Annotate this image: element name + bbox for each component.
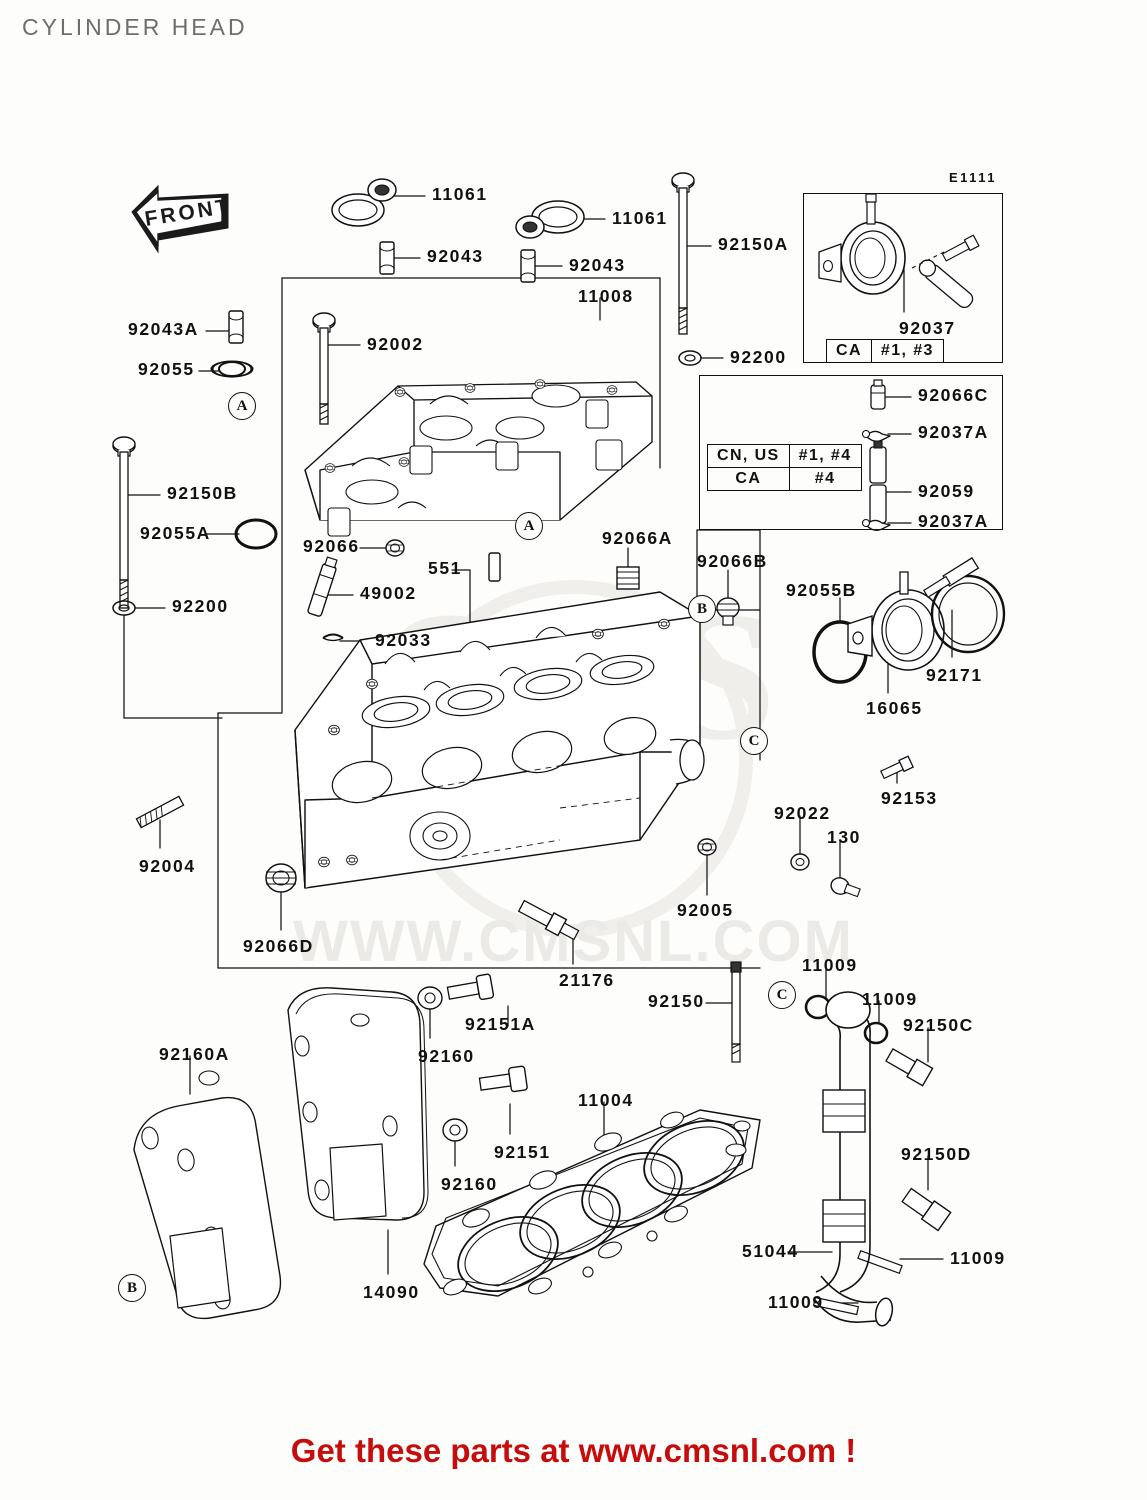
part-number-130[interactable]: 130 xyxy=(827,827,861,847)
part-number-92150D[interactable]: 92150D xyxy=(901,1144,972,1164)
part-number-92037A-a[interactable]: 92037A xyxy=(918,422,989,442)
table-cell: CA xyxy=(707,467,790,491)
part-number-92153[interactable]: 92153 xyxy=(881,788,938,808)
part-number-92150[interactable]: 92150 xyxy=(648,991,705,1011)
part-number-92055[interactable]: 92055 xyxy=(138,359,195,379)
part-number-92066D[interactable]: 92066D xyxy=(243,936,314,956)
section-marker-a-0: A xyxy=(228,392,256,420)
carb-table-2: CN, US #1, #4 CA #4 xyxy=(707,444,862,491)
part-number-92200-b[interactable]: 92200 xyxy=(172,596,229,616)
part-number-14090[interactable]: 14090 xyxy=(363,1282,420,1302)
part-number-92150A[interactable]: 92150A xyxy=(718,234,789,254)
part-number-92066A[interactable]: 92066A xyxy=(602,528,673,548)
part-number-92022[interactable]: 92022 xyxy=(774,803,831,823)
part-number-92005[interactable]: 92005 xyxy=(677,900,734,920)
table-cell: #4 xyxy=(788,467,862,491)
part-number-11009-b[interactable]: 11009 xyxy=(862,989,918,1009)
part-number-551[interactable]: 551 xyxy=(428,558,462,578)
section-marker-b-2: B xyxy=(688,595,716,623)
part-number-21176[interactable]: 21176 xyxy=(559,970,615,990)
part-number-92066C[interactable]: 92066C xyxy=(918,385,989,405)
part-number-92151A[interactable]: 92151A xyxy=(465,1014,536,1034)
section-marker-b-5: B xyxy=(118,1274,146,1302)
table-cell: #1, #4 xyxy=(788,444,862,468)
part-number-92066B[interactable]: 92066B xyxy=(697,551,768,571)
part-number-11009-c[interactable]: 11009 xyxy=(950,1248,1006,1268)
section-marker-c-4: C xyxy=(768,981,796,1009)
part-number-92150C[interactable]: 92150C xyxy=(903,1015,974,1035)
part-number-92200-a[interactable]: 92200 xyxy=(730,347,787,367)
part-number-92059[interactable]: 92059 xyxy=(918,481,975,501)
front-direction-badge: FRONT xyxy=(124,178,236,270)
footer-promo-text: Get these parts at www.cmsnl.com ! xyxy=(290,1432,857,1469)
part-number-92160-a[interactable]: 92160 xyxy=(418,1046,475,1066)
part-number-49002[interactable]: 49002 xyxy=(360,583,417,603)
needle-jet-inset-box xyxy=(699,375,1003,530)
table-cell: #1, #3 xyxy=(870,339,944,363)
section-marker-c-3: C xyxy=(740,727,768,755)
part-number-92037A-b[interactable]: 92037A xyxy=(918,511,989,531)
part-number-11008[interactable]: 11008 xyxy=(578,286,634,306)
part-number-51044[interactable]: 51044 xyxy=(742,1241,799,1261)
part-number-92002[interactable]: 92002 xyxy=(367,334,424,354)
part-number-92171[interactable]: 92171 xyxy=(926,665,983,685)
part-number-92033[interactable]: 92033 xyxy=(375,630,432,650)
part-number-92055A[interactable]: 92055A xyxy=(140,523,211,543)
part-number-92037[interactable]: 92037 xyxy=(899,318,956,338)
section-marker-a-1: A xyxy=(515,512,543,540)
table-cell: CN, US xyxy=(707,444,790,468)
table-cell: CA xyxy=(826,339,872,363)
page-title: CYLINDER HEAD xyxy=(22,14,248,40)
part-number-92150B[interactable]: 92150B xyxy=(167,483,238,503)
part-number-92004[interactable]: 92004 xyxy=(139,856,196,876)
part-number-92055B[interactable]: 92055B xyxy=(786,580,857,600)
part-number-92066[interactable]: 92066 xyxy=(303,536,360,556)
part-number-11004[interactable]: 11004 xyxy=(578,1090,634,1110)
part-number-92160A[interactable]: 92160A xyxy=(159,1044,230,1064)
carb-table-1: CA #1, #3 xyxy=(826,339,944,363)
part-number-11061-b[interactable]: 11061 xyxy=(612,208,668,228)
part-number-92151[interactable]: 92151 xyxy=(494,1142,551,1162)
table-row: CA #4 xyxy=(707,467,862,491)
part-number-92043-b[interactable]: 92043 xyxy=(569,255,626,275)
part-number-92043-a[interactable]: 92043 xyxy=(427,246,484,266)
part-number-11009-a[interactable]: 11009 xyxy=(802,955,858,975)
part-number-92160-b[interactable]: 92160 xyxy=(441,1174,498,1194)
diagram-ref-code: E1111 xyxy=(949,170,997,185)
part-number-11061-a[interactable]: 11061 xyxy=(432,184,488,204)
table-row: CA #1, #3 xyxy=(826,339,944,363)
part-number-16065[interactable]: 16065 xyxy=(866,698,923,718)
part-number-11009-d[interactable]: 11009 xyxy=(768,1292,824,1312)
table-row: CN, US #1, #4 xyxy=(707,444,862,468)
part-number-92043A[interactable]: 92043A xyxy=(128,319,199,339)
